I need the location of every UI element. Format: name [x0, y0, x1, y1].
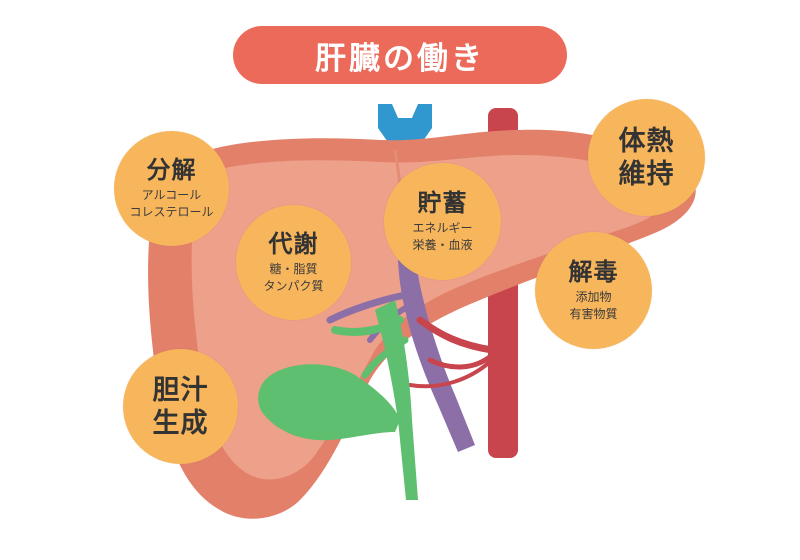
- bubble-detail: 栄養・血液: [412, 238, 473, 252]
- bubble-title: 解毒: [568, 258, 619, 286]
- bubble-body-temperature: 体熱 維持: [588, 99, 705, 216]
- bubble-title-line: 維持: [618, 158, 675, 190]
- bubble-storage: 貯蓄 エネルギー 栄養・血液: [384, 163, 501, 280]
- bubble-detox: 解毒 添加物 有害物質: [535, 232, 652, 349]
- bubble-detail: 有害物質: [569, 307, 618, 321]
- bubble-detail: エネルギー: [412, 221, 473, 235]
- bubble-detail: コレステロール: [129, 205, 214, 219]
- bubble-detail: アルコール: [141, 188, 202, 202]
- title-banner: 肝臓の働き: [233, 26, 567, 84]
- bubble-detail: 添加物: [575, 290, 612, 304]
- bubble-metabolism: 代謝 糖・脂質 タンパク質: [236, 205, 351, 320]
- bubble-title: 貯蓄: [417, 189, 468, 217]
- bubble-title-line: 生成: [152, 407, 209, 439]
- gallbladder: [258, 364, 400, 441]
- bubble-bile-production: 胆汁 生成: [123, 349, 238, 464]
- diagram-title: 肝臓の働き: [315, 40, 485, 77]
- bubble-title-line: 胆汁: [152, 374, 209, 406]
- bubble-detail: 糖・脂質: [269, 262, 318, 276]
- inferior-vena-cava: [378, 104, 432, 148]
- bubble-detail: タンパク質: [263, 279, 324, 293]
- bubble-title: 代謝: [268, 230, 319, 258]
- bubble-title-line: 体熱: [618, 125, 675, 157]
- bubble-decompose: 分解 アルコール コレステロール: [114, 131, 229, 246]
- bubble-title: 分解: [146, 156, 197, 184]
